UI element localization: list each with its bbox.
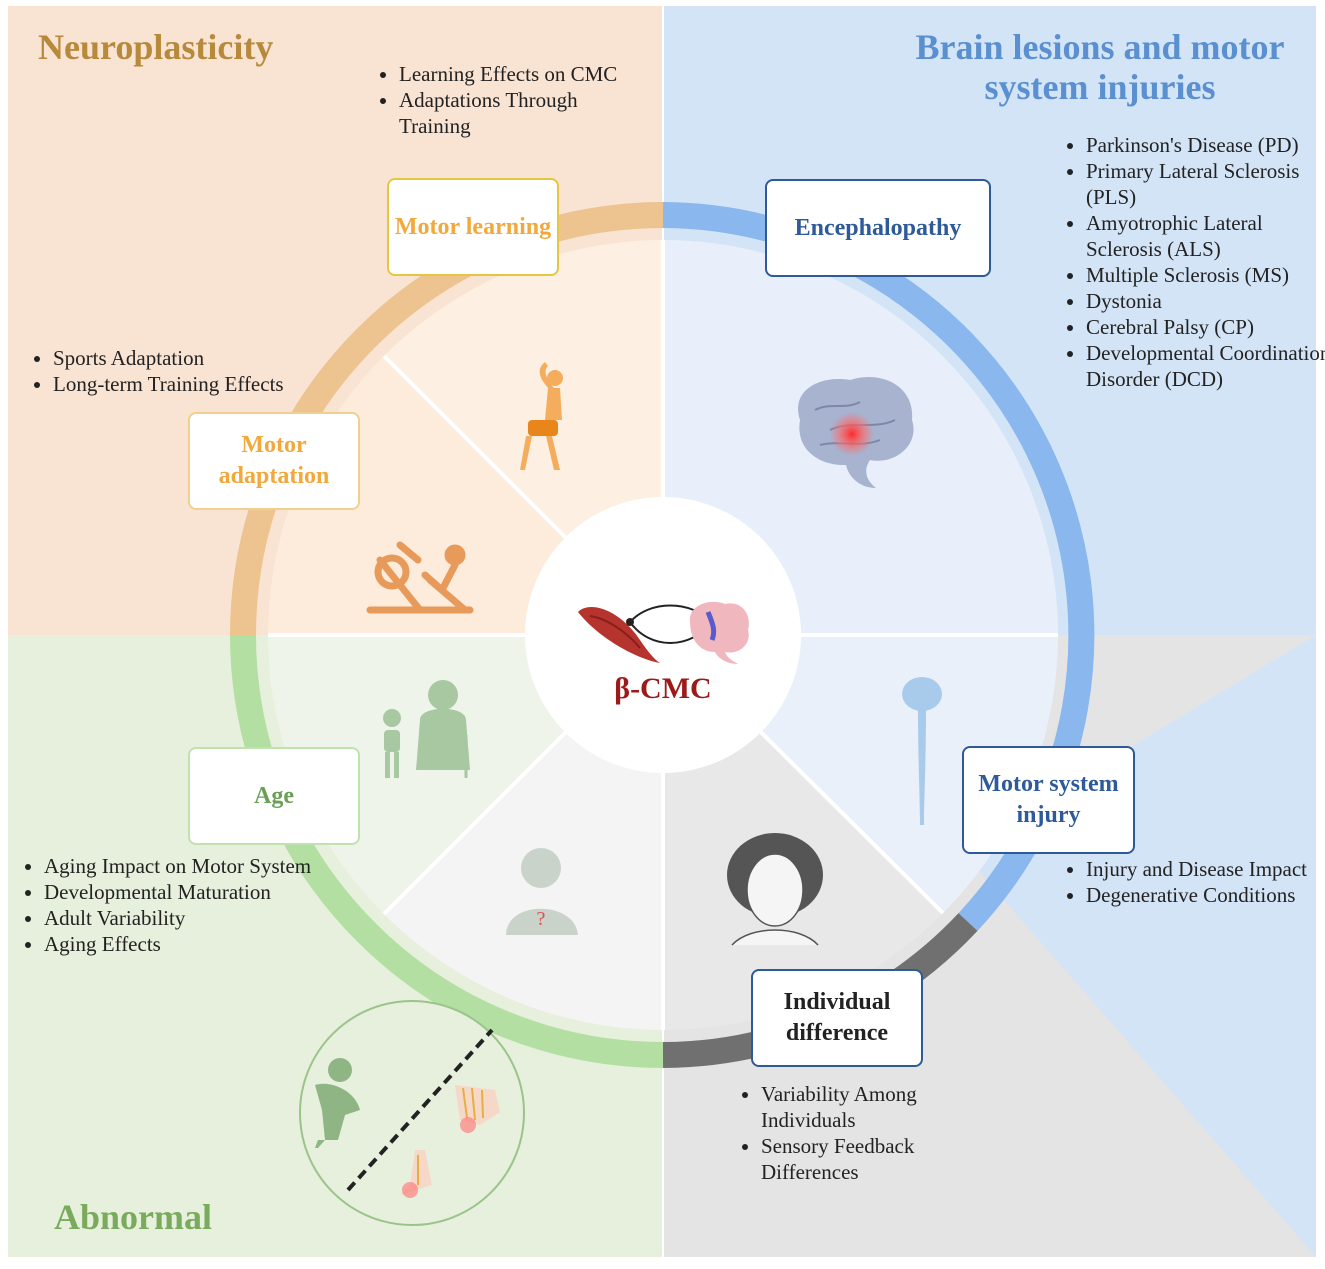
encephalopathy-bullets: Parkinson's Disease (PD) Primary Lateral… [1060,132,1325,392]
list-item: Developmental Maturation [44,879,314,905]
child-and-elder-icon [383,680,470,778]
motor-learning-label: Motor learning [394,213,552,240]
list-item: Parkinson's Disease (PD) [1086,132,1325,158]
list-item: Developmental Coordination Disorder (DCD… [1086,340,1325,392]
motor-system-injury-box[interactable]: Motor system injury [962,746,1135,854]
brain-lesions-title: Brain lesions and motor system injuries [915,27,1285,107]
neuroplasticity-title: Neuroplasticity [38,27,274,67]
list-item: Sports Adaptation [53,345,293,371]
individual-difference-box[interactable]: Individual difference [751,969,923,1067]
list-item: Learning Effects on CMC [399,61,639,87]
svg-text:?: ? [537,908,546,930]
age-bullets: Aging Impact on Motor System Development… [18,853,314,957]
beta-cmc-label: β-CMC [614,672,712,705]
list-item: Injury and Disease Impact [1086,856,1316,882]
stretching-person-icon [520,362,563,470]
age-label: Age [254,782,294,809]
list-item: Sensory Feedback Differences [761,1133,1001,1185]
motor-learning-bullets: Learning Effects on CMC Adaptations Thro… [373,61,639,139]
encephalopathy-box[interactable]: Encephalopathy [765,179,991,277]
abnormal-title: Abnormal [54,1197,213,1237]
list-item: Primary Lateral Sclerosis (PLS) [1086,158,1325,210]
individual-difference-bullets: Variability Among Individuals Sensory Fe… [735,1081,1001,1185]
motor-adaptation-label: Motor adaptation [218,432,330,489]
blue-wedge-bg [960,635,1316,1257]
list-item: Aging Impact on Motor System [44,853,314,879]
list-item: Degenerative Conditions [1086,882,1316,908]
muscle-icon [578,607,660,663]
motor-system-injury-label: Motor system injury [978,771,1119,828]
motor-learning-box[interactable]: Motor learning [387,178,559,276]
motor-adaptation-box[interactable]: Motor adaptation [188,412,360,510]
list-item: Adaptations Through Training [399,87,639,139]
list-item: Dystonia [1086,288,1325,314]
list-item: Multiple Sclerosis (MS) [1086,262,1325,288]
list-item: Variability Among Individuals [761,1081,1001,1133]
center-circle [525,497,801,773]
encephalopathy-label: Encephalopathy [794,214,962,241]
list-item: Aging Effects [44,931,314,957]
motor-system-injury-bullets: Injury and Disease Impact Degenerative C… [1060,856,1316,908]
ring-abnormal [230,634,664,1068]
ring-neuroplasticity [230,202,664,636]
leg-press-machine-icon [366,541,474,614]
list-item: Cerebral Palsy (CP) [1086,314,1325,340]
list-item: Long-term Training Effects [53,371,293,397]
motor-adaptation-bullets: Sports Adaptation Long-term Training Eff… [27,345,293,397]
woman-face-icon [727,833,823,946]
list-item: Adult Variability [44,905,314,931]
list-item: Amyotrophic Lateral Sclerosis (ALS) [1086,210,1325,262]
small-brain-icon [689,601,749,664]
unknown-person-icon: ? [506,848,578,935]
brain-lesion-icon [798,376,914,488]
age-box[interactable]: Age [188,747,360,845]
stooped-elder-and-hands-icon [299,1000,525,1226]
brain-spinal-cord-icon [902,677,942,825]
individual-difference-label: Individual difference [783,989,891,1046]
